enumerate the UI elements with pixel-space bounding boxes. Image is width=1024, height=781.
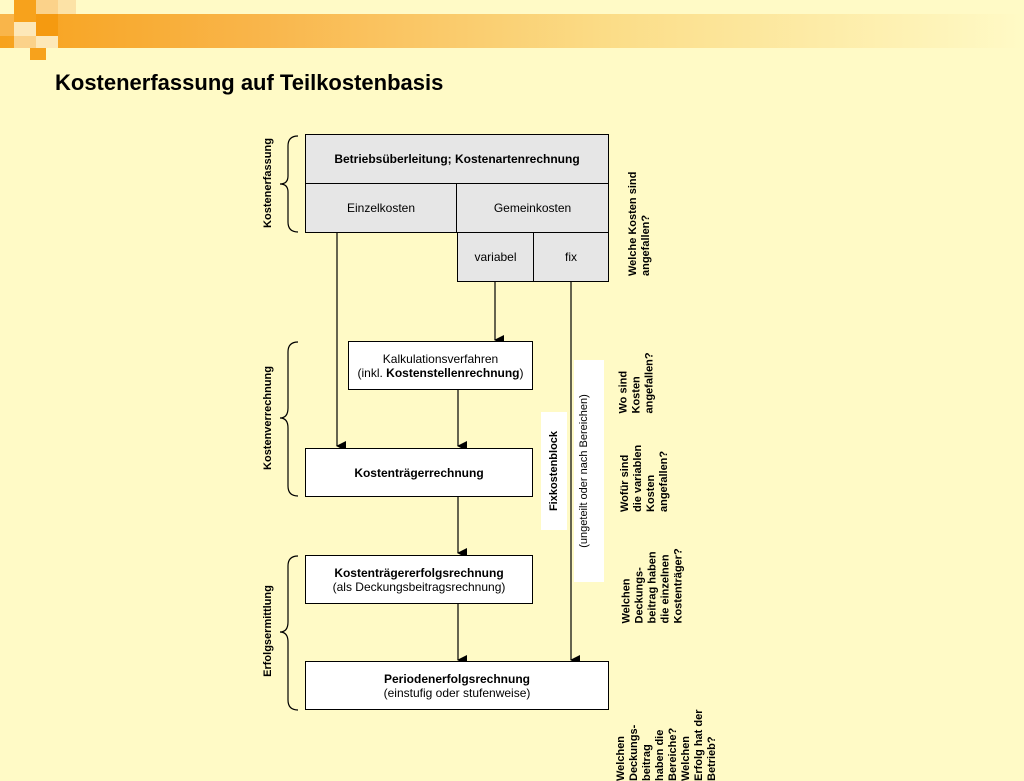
brace-kostenverrechnung [279, 341, 299, 497]
section-label-erfolgsermittlung: Erfolgsermittlung [262, 585, 274, 677]
fixkostenblock-sublabel: (ungeteilt oder nach Bereichen) [578, 394, 590, 548]
box-gemeinkosten: Gemeinkosten [456, 183, 609, 233]
box-label: Kalkulationsverfahren [382, 351, 499, 366]
header-square [36, 36, 58, 48]
box-variabel: variabel [457, 232, 534, 282]
fixkostenblock-panel [541, 412, 567, 530]
fixkostenblock-sub-panel [574, 360, 604, 582]
box-fix: fix [533, 232, 609, 282]
page-title: Kostenerfassung auf Teilkostenbasis [55, 70, 444, 95]
header-square [36, 0, 58, 14]
box-periodenerfolgsrechnung: Periodenerfolgsrechnung (einstufig oder … [305, 661, 609, 710]
box-sublabel: (inkl. Kostenstellenrechnung) [357, 366, 523, 380]
box-label: variabel [474, 250, 517, 264]
box-sublabel-pre: (inkl. [357, 365, 387, 380]
brace-erfolgsermittlung [279, 555, 299, 711]
header-square [14, 0, 36, 22]
box-label: Periodenerfolgsrechnung [383, 671, 531, 686]
header-square [0, 14, 14, 36]
box-label: fix [565, 250, 577, 264]
box-sublabel-post: ) [519, 365, 524, 380]
box-label: Betriebsüberleitung; Kostenartenrechnung [334, 152, 580, 166]
header-square [30, 48, 46, 60]
box-betriebsueberleitung: Betriebsüberleitung; Kostenartenrechnung [305, 134, 609, 184]
header-bar [0, 14, 1024, 48]
question-wo-kosten: Wo sind Kosten angefallen? [617, 352, 656, 414]
box-sublabel: (einstufig oder stufenweise) [383, 685, 531, 700]
question-deckungsbeitrag-kostentraeger: Welchen Deckungs- beitrag haben die einz… [620, 548, 685, 624]
box-label: Einzelkosten [346, 201, 416, 215]
section-label-kostenerfassung: Kostenerfassung [262, 138, 274, 228]
header-square [14, 36, 36, 48]
box-sublabel: (als Deckungsbeitragsrechnung) [332, 579, 506, 594]
brace-kostenerfassung [279, 135, 299, 233]
header-square [58, 0, 76, 14]
header-square [36, 14, 58, 36]
box-kostentraegererfolgsrechnung: Kostenträgererfolgsrechnung (als Deckung… [305, 555, 533, 604]
question-wofuer-kosten: Wofür sind die variablen Kosten angefall… [619, 444, 670, 512]
section-label-kostenverrechnung: Kostenverrechnung [262, 366, 274, 470]
box-kostentraegerrechnung: Kostenträgerrechnung [305, 448, 533, 497]
box-kalkulationsverfahren: Kalkulationsverfahren (inkl. Kostenstell… [348, 341, 533, 390]
box-label: Gemeinkosten [493, 201, 572, 215]
question-welche-kosten: Welche Kosten sind angefallen? [627, 171, 652, 276]
header-square [14, 22, 36, 36]
fixkostenblock-label: Fixkostenblock [548, 430, 560, 512]
box-sublabel-bold: Kostenstellenrechnung [386, 365, 520, 380]
box-label: Kostenträgererfolgsrechnung [334, 565, 504, 580]
box-label: Kostenträgerrechnung [354, 465, 484, 480]
box-einzelkosten: Einzelkosten [305, 183, 457, 233]
